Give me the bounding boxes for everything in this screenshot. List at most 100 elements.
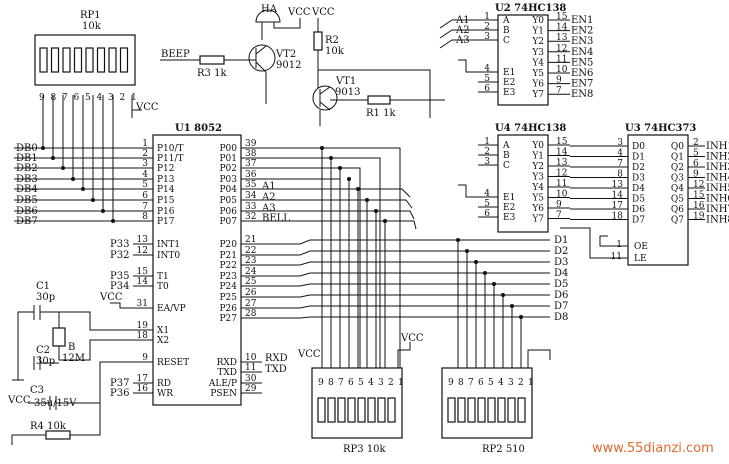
- u1-pin-number: 31: [137, 299, 148, 309]
- u1-pin-int0: INT0: [157, 251, 180, 261]
- ea-wire: [110, 302, 153, 309]
- decoder-pin-number: 9: [556, 76, 562, 86]
- rp-pin-number: 7: [468, 378, 474, 388]
- u1-pin-p23: P23: [219, 272, 237, 282]
- decoder-pin-number: 2: [484, 147, 490, 157]
- u1-pin-p14: P14: [157, 185, 175, 195]
- p2-d-wire: [262, 316, 550, 319]
- latch-pin-q7: Q7: [671, 216, 684, 226]
- rp-pin-number: 8: [328, 378, 334, 388]
- u1-pin-number: 29: [245, 384, 257, 394]
- junction-dot: [91, 198, 95, 202]
- latch-oe-gnd: [599, 235, 628, 247]
- rp2-gnd-wire: [527, 349, 551, 368]
- d-net-label: D5: [554, 279, 568, 290]
- decoder-input-a: A: [502, 16, 510, 26]
- junction-dot: [483, 271, 487, 275]
- d-net-label: D3: [554, 257, 568, 268]
- en-net-label: EN4: [571, 47, 593, 58]
- vt2-symbol: [248, 44, 276, 72]
- rp-resistor-cell: [477, 397, 486, 423]
- junction-dot: [465, 249, 469, 253]
- junction-dot: [61, 166, 65, 170]
- decoder-net-wire: [439, 39, 478, 49]
- decoder-pin-number: 6: [484, 209, 490, 219]
- rp-pin-number: 2: [388, 378, 394, 388]
- decoder-output-y5: Y5: [531, 194, 544, 204]
- u1-pin-t1: T1: [157, 272, 169, 282]
- rp-resistor-cell: [337, 397, 346, 423]
- decoder-output-y7: Y7: [531, 215, 544, 225]
- latch-pin-d2: D2: [632, 163, 645, 173]
- txd-net: TXD: [265, 364, 287, 375]
- p2-d-wire: [262, 261, 550, 266]
- c1-gnd-wire: [17, 311, 34, 368]
- u1-pin-p04: P04: [219, 185, 237, 195]
- junction-dot: [347, 177, 351, 181]
- u1-pin-p11-t: P11/T: [157, 154, 184, 164]
- latch-pin-d1: D1: [632, 153, 645, 163]
- u1-pin-p27: P27: [219, 314, 237, 324]
- r2-ref: R2: [325, 35, 339, 46]
- decoder-enable-e3: E3: [503, 88, 516, 98]
- rp-resistor-cell: [367, 397, 376, 423]
- inh-net-label: INH3: [706, 162, 729, 173]
- decoder-pin-number: 14: [556, 148, 568, 158]
- rp-pin-number: 1: [528, 378, 534, 388]
- u1-pin-number: 32: [245, 212, 256, 222]
- inh-net-label: INH4: [706, 173, 729, 184]
- u1-pin-number: 6: [142, 191, 148, 201]
- latch-pin-q5: Q5: [671, 195, 684, 205]
- u1-pin-number: 7: [142, 202, 148, 212]
- rp-pin-number: 4: [368, 378, 374, 388]
- decoder-input-c: C: [503, 36, 510, 46]
- p2-d-wire: [262, 283, 550, 287]
- d-net-label: D2: [554, 246, 568, 257]
- vt1-part: 9013: [335, 87, 360, 98]
- latch-pin-number: 11: [611, 252, 622, 262]
- decoder-pin-number: 1: [484, 137, 490, 147]
- rp1-pin-number: 6: [74, 93, 80, 103]
- latch-pin-number: 12: [693, 180, 704, 190]
- serial-vcc: VCC: [297, 349, 321, 360]
- u4-body: [497, 134, 549, 233]
- vt2-collector: [255, 45, 267, 55]
- p0-bus-wire: [262, 157, 381, 368]
- latch-pin-q4: Q4: [671, 184, 684, 194]
- r3-label: R3 1k: [197, 68, 227, 79]
- decoder-output-y2: Y2: [531, 162, 544, 172]
- u1-pin-number: 30: [245, 374, 257, 384]
- rp-resistor-cell: [487, 397, 496, 423]
- u1-pin-p17: P17: [157, 217, 175, 227]
- en-net-label: EN7: [571, 79, 593, 90]
- r1-body: [367, 95, 391, 105]
- inh-net-label: INH6: [706, 194, 729, 205]
- latch-pin-d0: D0: [632, 142, 645, 152]
- rp-pin-number: 7: [338, 378, 344, 388]
- vt2-part: 9012: [276, 60, 301, 71]
- en-net-label: EN3: [571, 36, 593, 47]
- rp2-label: RP2 510: [482, 444, 525, 455]
- p2-d-wire: [262, 272, 550, 277]
- en-net-label: EN8: [571, 89, 593, 100]
- junction-dot: [519, 315, 523, 319]
- watermark: www.55dianzi.com: [592, 441, 714, 456]
- r2-vcc: VCC: [311, 7, 335, 18]
- c3-ref: C3: [30, 385, 44, 396]
- rp-pin-number: 8: [458, 378, 464, 388]
- decoder-pin-number: 11: [556, 54, 567, 64]
- u1-pin-p03: P03: [219, 175, 237, 185]
- rp1-resistor-cell: [108, 47, 117, 73]
- u1-pin-number: 39: [245, 139, 257, 149]
- c2-value: 30p: [36, 356, 55, 367]
- junction-dot: [383, 219, 387, 223]
- latch-pin-d6: D6: [632, 205, 645, 215]
- u1-pin-p06: P06: [219, 207, 237, 217]
- rp-pin-number: 2: [518, 378, 524, 388]
- rxd-net: RXD: [265, 353, 288, 364]
- u1-pin-number: 28: [245, 309, 257, 319]
- decoder-input-c: C: [503, 161, 510, 171]
